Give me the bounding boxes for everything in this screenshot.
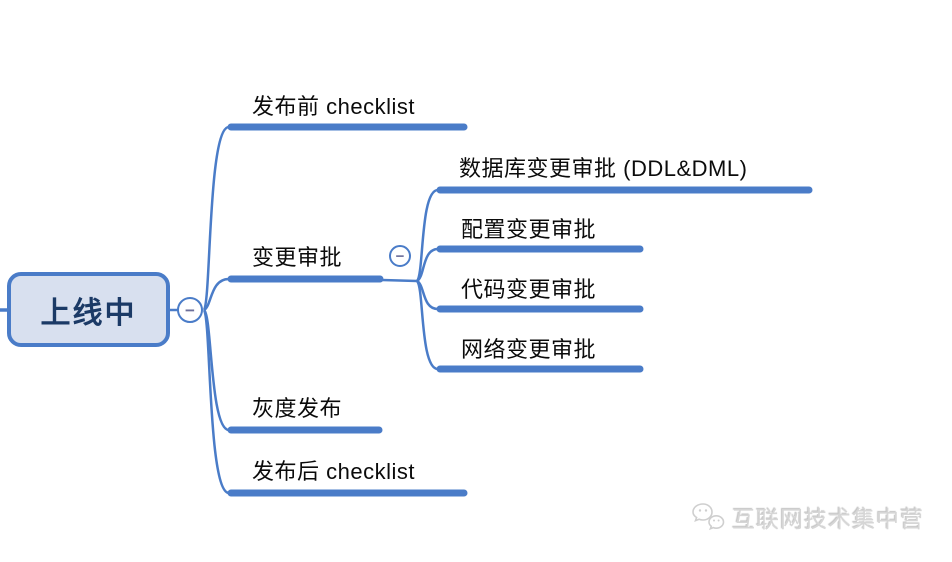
connector-curve-branch-2 <box>203 277 230 312</box>
connector-curve-child-1 <box>415 188 439 282</box>
branch-node-post-checklist[interactable]: 发布后 checklist <box>252 459 415 484</box>
branch-node-pre-checklist[interactable]: 发布前 checklist <box>252 94 415 119</box>
connector-curve-branch-1 <box>202 125 230 311</box>
child-node-network-change[interactable]: 网络变更审批 <box>461 337 597 362</box>
root-node-label: 上线中 <box>40 296 137 330</box>
connector-curve-branch-4 <box>202 309 230 495</box>
watermark: 互联网技术集中营 <box>690 500 924 534</box>
collapse-toggle-change-approval[interactable]: − <box>389 245 411 267</box>
watermark-text: 互联网技术集中营 <box>732 506 924 532</box>
child-node-code-change[interactable]: 代码变更审批 <box>461 277 597 302</box>
wechat-chat-bubbles-icon <box>692 503 725 531</box>
branch-node-change-approval[interactable]: 变更审批 <box>252 245 343 270</box>
change-approval-toggle-connector-line <box>381 278 418 283</box>
root-node[interactable]: 上线中 <box>7 272 170 347</box>
collapse-toggle-root[interactable]: − <box>177 297 203 323</box>
child-node-config-change[interactable]: 配置变更审批 <box>461 217 597 242</box>
branch-node-gray-release[interactable]: 灰度发布 <box>252 396 343 421</box>
child-node-db-change[interactable]: 数据库变更审批 (DDL&DML) <box>459 156 748 181</box>
connector-curve-child-4 <box>415 280 439 371</box>
connector-curve-child-2 <box>416 247 439 283</box>
